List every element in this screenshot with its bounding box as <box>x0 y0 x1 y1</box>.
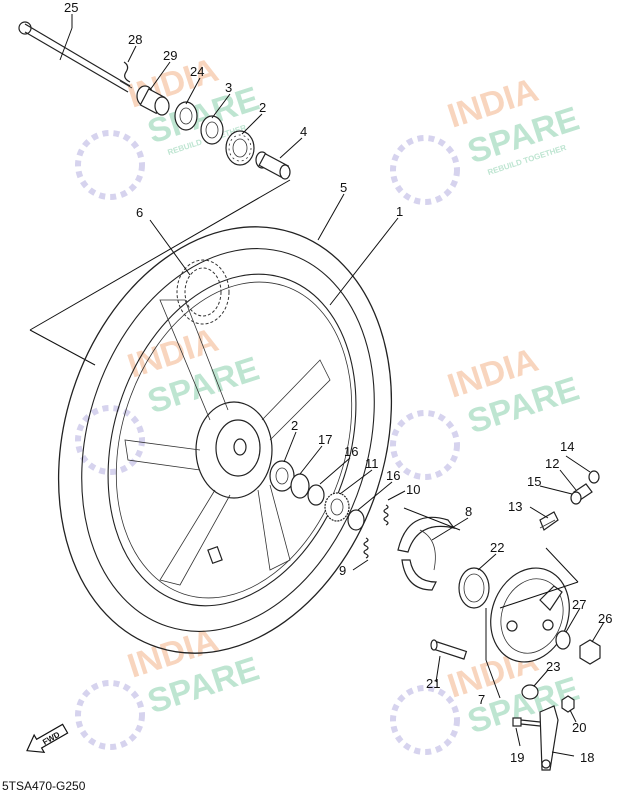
part-label-23: 23 <box>546 659 560 674</box>
washer-23-part <box>521 684 539 700</box>
part-label-28: 28 <box>128 32 142 47</box>
part-label-11: 11 <box>365 456 379 471</box>
part-label-16-b: 16 <box>386 468 400 483</box>
part-label-18: 18 <box>580 750 594 765</box>
cotter-pin-part <box>123 61 131 83</box>
part-label-6: 6 <box>136 205 143 220</box>
brake-lever-part <box>539 705 559 771</box>
part-label-27: 27 <box>572 597 586 612</box>
part-label-29: 29 <box>163 48 177 63</box>
part-label-15: 15 <box>527 474 541 489</box>
seal-3-part <box>200 115 224 145</box>
part-label-14: 14 <box>560 439 574 454</box>
watermark-logo-4 <box>390 410 460 480</box>
hub-right-parts <box>269 460 365 531</box>
part-label-19: 19 <box>510 750 524 765</box>
watermark-logo-2 <box>390 135 460 205</box>
watermark-logo-5 <box>75 680 145 750</box>
part-label-26: 26 <box>598 611 612 626</box>
washer-nut-parts <box>555 630 601 665</box>
part-label-21: 21 <box>426 676 440 691</box>
part-label-16-a: 16 <box>344 444 358 459</box>
part-label-2-mid: 2 <box>291 418 298 433</box>
collar-part <box>136 85 170 116</box>
part-label-17: 17 <box>318 432 332 447</box>
tube-part <box>176 259 230 325</box>
guide-line-2 <box>29 329 96 366</box>
fwd-arrow-icon: FWD <box>26 723 69 754</box>
watermark-logo-1 <box>75 130 145 200</box>
part-label-5: 5 <box>340 180 347 195</box>
part-label-7: 7 <box>478 692 485 707</box>
spacer-part <box>255 151 291 180</box>
guide-line-1 <box>29 179 291 331</box>
part-label-10: 10 <box>406 482 420 497</box>
part-label-12: 12 <box>545 456 559 471</box>
leader-lines <box>59 14 605 757</box>
part-label-1: 1 <box>396 204 403 219</box>
watermark-logo-3 <box>75 405 145 475</box>
part-label-13: 13 <box>508 499 522 514</box>
bearing-part <box>225 130 255 166</box>
part-label-8: 8 <box>465 504 472 519</box>
bolt-part <box>512 717 541 727</box>
part-label-25: 25 <box>64 0 78 15</box>
part-label-20: 20 <box>572 720 586 735</box>
part-label-9: 9 <box>339 563 346 578</box>
oil-seal-part <box>174 101 198 131</box>
part-label-22: 22 <box>490 540 504 555</box>
spring-10-part <box>383 504 389 526</box>
seal-22-part <box>458 567 490 609</box>
part-labels: 25 28 29 24 3 2 4 5 6 1 2 17 16 11 16 10… <box>64 0 612 765</box>
part-label-4: 4 <box>300 124 307 139</box>
indicator-gear-parts <box>539 470 600 531</box>
axle-part <box>18 21 133 93</box>
wheel-assembly <box>57 226 393 654</box>
part-label-2-top: 2 <box>259 100 266 115</box>
nut-20-part <box>561 695 575 713</box>
watermark-logo-6 <box>390 685 460 755</box>
part-label-24: 24 <box>190 64 204 79</box>
camshaft-part <box>430 639 468 660</box>
spring-9-part <box>363 537 369 559</box>
brake-shoe-part <box>397 516 456 591</box>
part-label-3: 3 <box>225 80 232 95</box>
diagram-code: 5TSA470-G250 <box>2 779 86 793</box>
